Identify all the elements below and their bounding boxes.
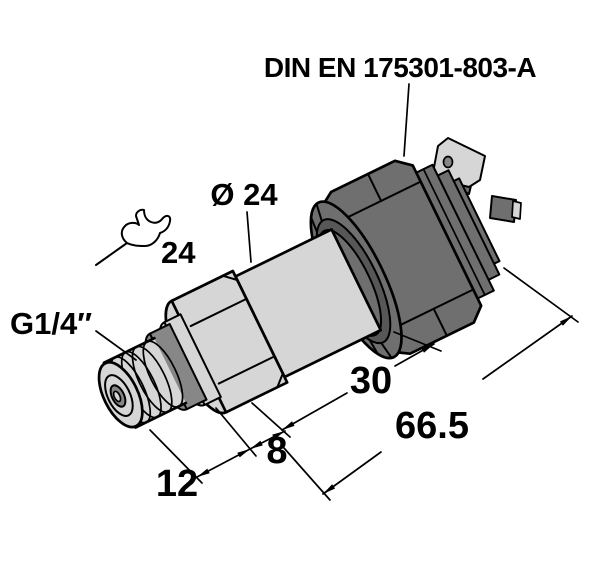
- diameter-label: Ø 24: [210, 177, 278, 212]
- dimension-30: 30: [251, 331, 442, 438]
- dim-30-label: 30: [350, 360, 392, 402]
- wrench-icon: [95, 208, 172, 266]
- vent-stub: [489, 195, 522, 223]
- dim-66-5-label: 66.5: [395, 405, 469, 447]
- thread-size-label: G1/4″: [10, 306, 92, 341]
- leader-line: [246, 211, 252, 263]
- leader-line: [403, 83, 410, 157]
- pressure-transmitter-illustration: [97, 159, 501, 429]
- dim-12-label: 12: [156, 463, 198, 505]
- leader-line: [95, 330, 137, 361]
- thread-size-callout: G1/4″: [10, 306, 137, 361]
- dim-8-label: 8: [266, 430, 287, 472]
- dimension-66-5: 66.5: [283, 267, 579, 501]
- process-connection-thread: [102, 336, 188, 429]
- dimension-12: 12: [149, 429, 251, 505]
- wrench-size-callout: 24: [95, 208, 196, 270]
- diameter-callout: Ø 24: [210, 177, 278, 263]
- wrench-size-label: 24: [161, 235, 196, 270]
- pressure-port-face: [97, 361, 144, 429]
- dimension-8: 8: [215, 407, 288, 472]
- connector-standard-label: DIN EN 175301-803-A: [264, 52, 536, 83]
- connector-standard-callout: DIN EN 175301-803-A: [264, 52, 537, 157]
